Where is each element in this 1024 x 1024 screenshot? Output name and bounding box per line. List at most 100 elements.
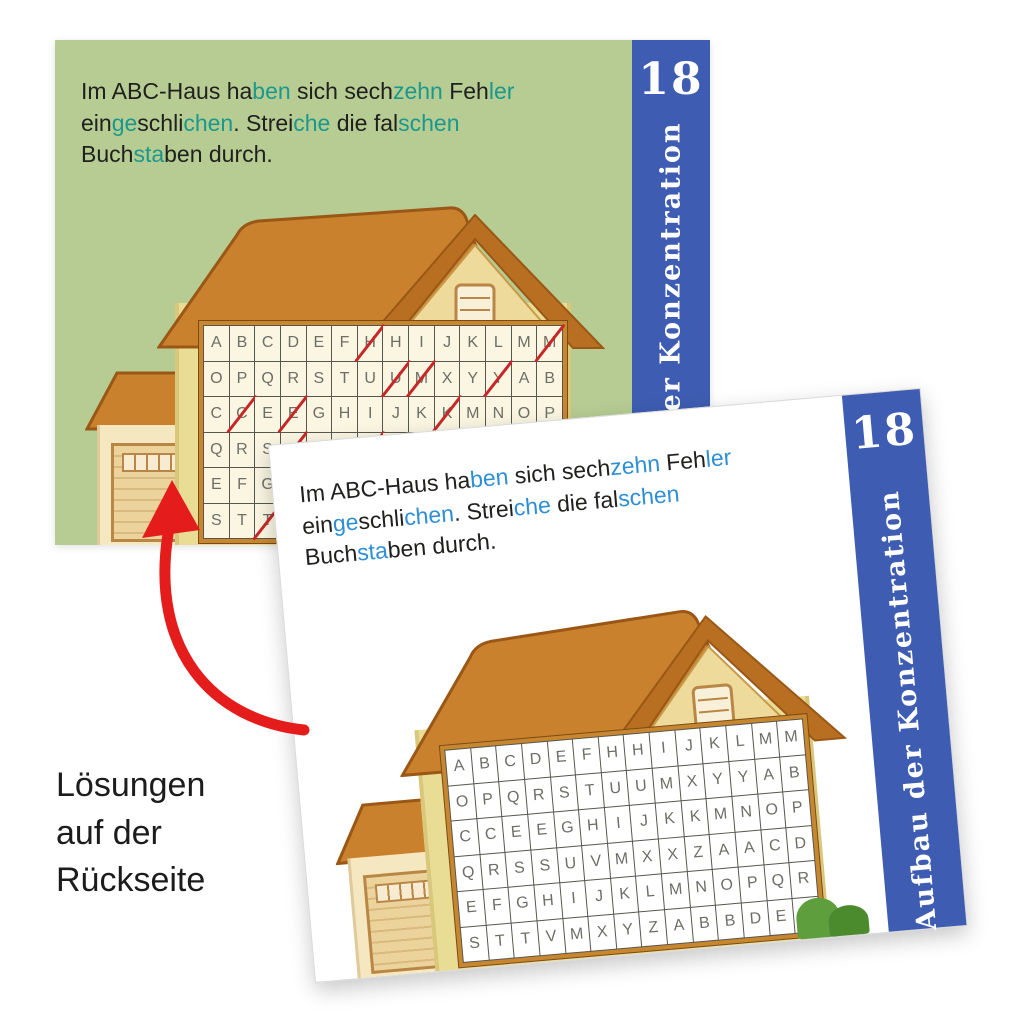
letter-cell: N [687, 869, 716, 907]
letter-cell: E [502, 814, 531, 852]
letter-cell: A [665, 907, 693, 945]
letter-cell: X [588, 914, 617, 951]
card-number: 18 [638, 54, 704, 105]
letter-cell: A [511, 361, 537, 396]
letter-cell: H [332, 397, 357, 432]
letter-cell: K [655, 801, 684, 838]
letter-cell: E [204, 468, 229, 503]
instruction-segment: Im ABC-Haus ha [81, 78, 253, 104]
instruction-segment: ler [488, 78, 515, 104]
instruction-segment: ge [111, 109, 138, 136]
letter-cell: B [690, 905, 719, 942]
letter-cell: O [204, 361, 229, 396]
instruction-segment: chen [402, 499, 455, 531]
letter-cell: X [678, 763, 706, 801]
letter-cell: Z [639, 909, 668, 947]
letter-cell: Y [460, 361, 486, 396]
letter-cell: C [496, 744, 524, 781]
instruction-line: Buchstaben durch. [81, 139, 611, 171]
letter-cell: L [486, 326, 511, 361]
instruction-segment: schli [357, 504, 406, 535]
instruction-segment: ben durch. [386, 528, 498, 564]
instruction-line: Im ABC-Haus haben sich sechzehn Fehler [81, 76, 611, 108]
instruction-segment: Feh [442, 78, 489, 104]
letter-cell: C [204, 397, 229, 432]
instruction-segment: sta [133, 141, 165, 168]
letter-cell: U [601, 770, 630, 808]
letter-cell: C [229, 397, 255, 432]
letter-cell: F [332, 326, 357, 361]
letter-cell: R [280, 361, 306, 396]
instruction-segment: Buch [81, 141, 134, 168]
bush [790, 890, 870, 940]
letter-cell: I [604, 805, 633, 843]
letter-cell: K [681, 799, 709, 836]
letter-cell: D [521, 741, 550, 779]
letter-cell: G [553, 810, 582, 847]
instruction-segment: zehn [609, 449, 661, 481]
letter-cell: M [562, 916, 591, 953]
letter-cell: C [477, 817, 505, 854]
letter-cell: E [280, 397, 306, 432]
letter-cell: I [409, 326, 434, 361]
letter-cell: I [649, 730, 678, 768]
letter-cell: J [675, 728, 703, 765]
solutions-note-line: Rückseite [56, 861, 206, 900]
letter-cell: S [505, 850, 534, 887]
letter-cell: X [633, 839, 661, 876]
letter-cell: M [652, 766, 681, 803]
letter-cell: V [537, 918, 565, 956]
letter-cell: A [445, 748, 473, 786]
letter-cell: I [357, 397, 383, 432]
letter-cell: O [448, 783, 476, 821]
instruction-segment: che [293, 109, 331, 136]
instruction-segment: die fal [549, 485, 620, 518]
letter-cell: J [585, 878, 613, 916]
letter-cell: H [624, 732, 652, 770]
letter-cell: M [751, 721, 780, 759]
letter-cell: E [255, 397, 280, 432]
letter-cell: H [357, 326, 383, 361]
letter-cell: Y [486, 361, 511, 396]
letter-cell: M [511, 326, 537, 361]
instruction-segment: die fal [330, 109, 399, 136]
letter-cell: L [636, 874, 665, 911]
letter-cell: T [229, 503, 255, 538]
letter-cell: Y [614, 911, 642, 949]
card-number: 18 [849, 403, 919, 460]
letter-cell: B [780, 754, 809, 792]
letter-cell: M [409, 361, 434, 396]
instruction-segment: chen [183, 109, 234, 136]
category-sidebar: 18 Aufbau der Konzentration [841, 388, 967, 932]
instruction-segment: Feh [658, 445, 707, 476]
instruction-line: eingeschlichen. Streiche die falschen [81, 108, 611, 140]
letter-cell: D [280, 326, 306, 361]
letter-cell: F [483, 887, 511, 925]
letter-cell: P [473, 781, 502, 819]
letter-cell: M [777, 719, 805, 757]
letter-cell: T [332, 361, 357, 396]
letter-cell: J [630, 803, 658, 841]
letter-cell: O [758, 792, 786, 829]
category-label: Aufbau der Konzentration [873, 488, 944, 932]
letter-cell: E [528, 812, 556, 850]
letter-cell: P [229, 361, 255, 396]
letter-cell: C [451, 819, 480, 856]
letter-cell: R [229, 432, 255, 467]
letter-cell: A [204, 326, 229, 361]
house-roof [157, 206, 605, 349]
instruction-segment: ben [252, 78, 291, 104]
letter-cell: A [710, 832, 738, 869]
letter-cell: K [409, 397, 434, 432]
letter-cell: I [559, 881, 588, 918]
letter-cell: G [508, 885, 537, 923]
letter-cell: G [306, 397, 332, 432]
letter-cell: B [470, 746, 499, 783]
letter-cell: Q [454, 854, 483, 892]
letter-cell: M [662, 872, 690, 909]
letter-cell: H [534, 883, 562, 920]
letter-cell: Z [684, 834, 713, 872]
letter-cell: S [460, 925, 489, 962]
